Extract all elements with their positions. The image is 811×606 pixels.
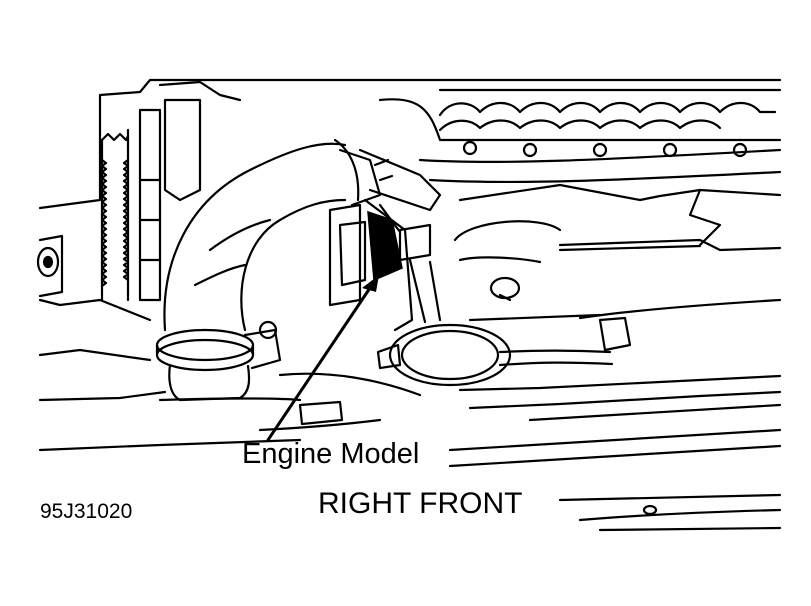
center-bracket — [328, 198, 432, 332]
left-lower-parts — [36, 234, 302, 452]
orientation-label: RIGHT FRONT — [318, 487, 523, 520]
body-outline — [38, 78, 782, 362]
hose-clamp — [155, 320, 282, 402]
engine-cover — [378, 88, 782, 184]
bumper — [558, 493, 782, 532]
radiator-cap — [376, 258, 614, 387]
timing-belt — [100, 98, 202, 302]
intake-hose — [163, 138, 442, 332]
figure-id-label: 95J31020 — [40, 500, 133, 523]
core-support — [158, 372, 782, 468]
callout-arrow — [266, 280, 376, 442]
valve-cover — [453, 183, 782, 352]
engine-model-label: Engine Model — [242, 438, 420, 470]
engine-model-stamp-area — [367, 210, 403, 282]
callout-arrowhead — [362, 275, 379, 292]
